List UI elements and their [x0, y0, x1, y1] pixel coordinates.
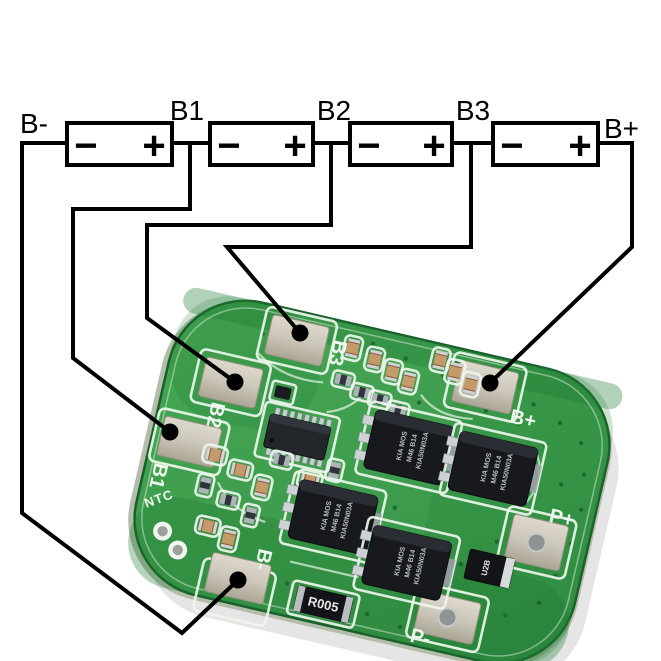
smd-resistor [194, 472, 216, 499]
smd-capacitor [340, 334, 365, 363]
via [364, 612, 370, 617]
terminal-plus: + [568, 124, 591, 168]
smd-resistor [348, 381, 375, 404]
label-b-minus: B- [20, 108, 48, 139]
smd-capacitor [201, 443, 230, 467]
via [578, 440, 584, 446]
silkscreen-label-b-minus: B- [250, 547, 276, 573]
pad-p-minus [405, 581, 490, 654]
pad-hole [527, 533, 546, 552]
via [581, 472, 587, 477]
connection-dot-b2 [226, 373, 244, 391]
pad-hole [438, 608, 457, 627]
via [536, 600, 542, 605]
battery-cell-2: − + [208, 121, 315, 168]
smd-transistor [268, 379, 298, 406]
terminal-minus: − [500, 124, 523, 168]
connection-dot-b-minus [229, 571, 247, 589]
via [531, 402, 536, 407]
wire-b-plus [488, 141, 634, 385]
label-b-plus: B+ [604, 113, 639, 144]
schottky-diode: U2B [463, 548, 516, 589]
via [503, 613, 508, 618]
via [559, 482, 564, 487]
pad-p-plus [495, 505, 578, 580]
battery-cell-body [491, 121, 600, 167]
via [416, 400, 422, 405]
via [516, 421, 522, 426]
wire-b-minus [20, 141, 240, 636]
battery-cell-body [65, 121, 174, 167]
wire-b3 [222, 141, 493, 335]
smd-capacitor [216, 525, 241, 554]
via [458, 561, 464, 567]
shunt-label: R005 [306, 593, 340, 615]
via [284, 581, 290, 586]
battery-string: − + − + − + − + [65, 121, 600, 168]
smd-resistor [239, 502, 262, 529]
smd-resistor [323, 457, 346, 484]
connection-dot-b1 [161, 423, 179, 441]
battery-cell-body [208, 121, 315, 167]
via [578, 507, 584, 512]
terminal-plus: + [422, 124, 445, 168]
battery-cell-1: − + [65, 121, 174, 168]
wires [20, 141, 634, 636]
wire-b1 [71, 141, 210, 434]
via [370, 341, 376, 346]
label-b2: B2 [317, 95, 351, 126]
smd-resistor [268, 449, 295, 471]
smd-capacitor [362, 345, 387, 374]
shunt-resistor: R005 [285, 579, 361, 629]
silkscreen-label-p-minus: P- [408, 625, 432, 651]
battery-cell-4: − + [491, 121, 600, 168]
via [392, 505, 397, 510]
via [483, 408, 489, 414]
ntc-pad-holes [153, 521, 188, 560]
via [557, 420, 563, 426]
via [403, 356, 408, 361]
via [397, 624, 403, 630]
terminal-minus: − [74, 124, 97, 168]
terminal-plus: + [283, 124, 306, 168]
node-labels: B- B1 B2 B3 B+ [20, 95, 639, 144]
terminal-plus: + [142, 124, 165, 168]
smd-capacitor [458, 370, 483, 399]
smd-resistor [215, 489, 242, 511]
smd-capacitor [193, 514, 222, 538]
connection-dot-b-plus [481, 374, 499, 392]
via [494, 539, 499, 544]
smd-capacitor [396, 367, 421, 396]
smd-capacitor [443, 357, 467, 386]
label-b1: B1 [170, 95, 204, 126]
smd-components [193, 334, 483, 554]
label-b3: B3 [456, 95, 490, 126]
smd-capacitor [250, 473, 274, 502]
battery-cell-3: − + [348, 121, 454, 168]
battery-cell-body [348, 121, 454, 167]
silkscreen-label-p-plus: P+ [547, 505, 576, 532]
connection-dot-b3 [291, 324, 309, 342]
ic-pin1-dot [269, 437, 275, 443]
wire-b2 [145, 141, 350, 384]
diode-label: U2B [480, 559, 492, 577]
smd-capacitor [226, 458, 255, 482]
terminal-minus: − [357, 124, 380, 168]
terminal-minus: − [217, 124, 240, 168]
